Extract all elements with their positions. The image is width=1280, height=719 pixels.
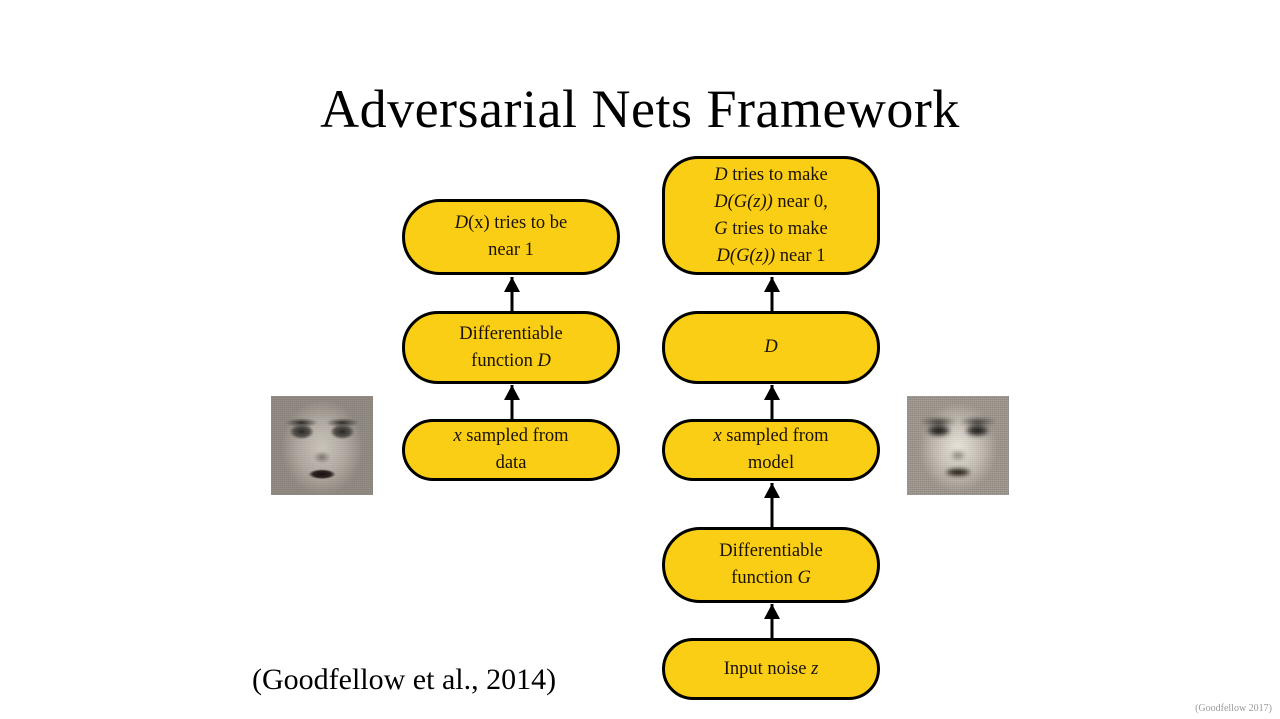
arrow-shaft: [510, 277, 514, 312]
box-x-sampled-from-data-line1: sampled from: [461, 426, 569, 446]
symbol-z-italic: z: [811, 658, 819, 679]
symbol-g-italic: G: [714, 218, 728, 239]
box-differentiable-function-g-text: Differentiable function G: [675, 538, 867, 592]
arrow-shaft: [770, 604, 774, 639]
symbol-x-italic: x: [453, 426, 462, 446]
box-input-noise-z-label: Input noise: [723, 658, 812, 679]
box-d-objective-real-line1: (x) tries to be: [468, 213, 568, 233]
arrow-shaft: [510, 385, 514, 420]
box-differentiable-function-d: Differentiable function D: [402, 311, 620, 384]
box-x-sampled-from-model: x sampled from model: [662, 419, 880, 481]
box-adversarial-objective-text: D tries to make D(G(z)) near 0, G tries …: [675, 162, 867, 270]
watermark-text: (Goodfellow 2017): [1195, 703, 1272, 714]
arrow-right-upper: [763, 277, 781, 312]
real-face-grain: [271, 396, 373, 495]
generated-face-rendering: [907, 396, 1009, 495]
arrow-head: [504, 277, 520, 292]
page-title: Adversarial Nets Framework: [320, 79, 960, 139]
arrow-right-mid: [763, 385, 781, 420]
arrow-right-lower: [763, 483, 781, 527]
generated-face-image: [907, 396, 1009, 495]
symbol-d-italic: D: [537, 350, 551, 371]
box-d-objective-real-text: D(x) tries to be near 1: [415, 210, 607, 264]
symbol-dgz-italic: D(G(z)): [716, 245, 776, 266]
generated-face-grain: [907, 396, 1009, 495]
arrow-head: [504, 385, 520, 400]
box-differentiable-function-g-line2: function: [731, 568, 798, 588]
arrow-head: [764, 277, 780, 292]
symbol-d-italic: D: [764, 337, 778, 357]
box-d-objective-real-line2: near 1: [488, 240, 534, 260]
box-x-sampled-from-model-line1: sampled from: [721, 426, 829, 446]
box-differentiable-function-d-text: Differentiable function D: [415, 321, 607, 375]
symbol-g-italic: G: [797, 568, 811, 588]
arrow-head: [764, 604, 780, 619]
box-adversarial-objective-line2: near 0,: [772, 191, 828, 212]
arrow-right-bottom: [763, 604, 781, 639]
real-data-face-image: [271, 396, 373, 495]
box-d-objective-real: D(x) tries to be near 1: [402, 199, 620, 275]
symbol-d-italic: D: [454, 213, 469, 233]
box-adversarial-objective-line4: near 1: [775, 245, 826, 266]
citation-text: (Goodfellow et al., 2014): [252, 663, 557, 696]
box-adversarial-objective-line3: tries to make: [727, 218, 828, 239]
box-x-sampled-from-model-text: x sampled from model: [675, 423, 867, 477]
arrow-left-upper: [503, 277, 521, 312]
arrow-head: [764, 483, 780, 498]
box-differentiable-function-g-line1: Differentiable: [719, 541, 823, 561]
symbol-dgz-italic: D(G(z)): [714, 191, 773, 212]
symbol-x-italic: x: [713, 426, 722, 446]
box-discriminator-d-text: D: [675, 334, 867, 361]
arrow-head: [764, 385, 780, 400]
box-x-sampled-from-model-line2: model: [747, 453, 795, 473]
box-discriminator-d: D: [662, 311, 880, 384]
box-differentiable-function-g: Differentiable function G: [662, 527, 880, 603]
real-face-rendering: [271, 396, 373, 495]
box-input-noise-z: Input noise z: [662, 638, 880, 700]
arrow-shaft: [770, 385, 774, 420]
box-differentiable-function-d-line1: Differentiable: [459, 323, 563, 344]
arrow-shaft: [770, 483, 774, 527]
box-x-sampled-from-data: x sampled from data: [402, 419, 620, 481]
box-input-noise-z-text: Input noise z: [675, 656, 867, 683]
arrow-left-lower: [503, 385, 521, 420]
box-x-sampled-from-data-line2: data: [495, 453, 527, 473]
box-adversarial-objective: D tries to make D(G(z)) near 0, G tries …: [662, 156, 880, 275]
symbol-d-italic: D: [714, 164, 728, 185]
box-adversarial-objective-line1: tries to make: [727, 164, 828, 185]
box-x-sampled-from-data-text: x sampled from data: [415, 423, 607, 477]
box-differentiable-function-d-line2: function: [471, 350, 538, 371]
arrow-shaft: [770, 277, 774, 312]
